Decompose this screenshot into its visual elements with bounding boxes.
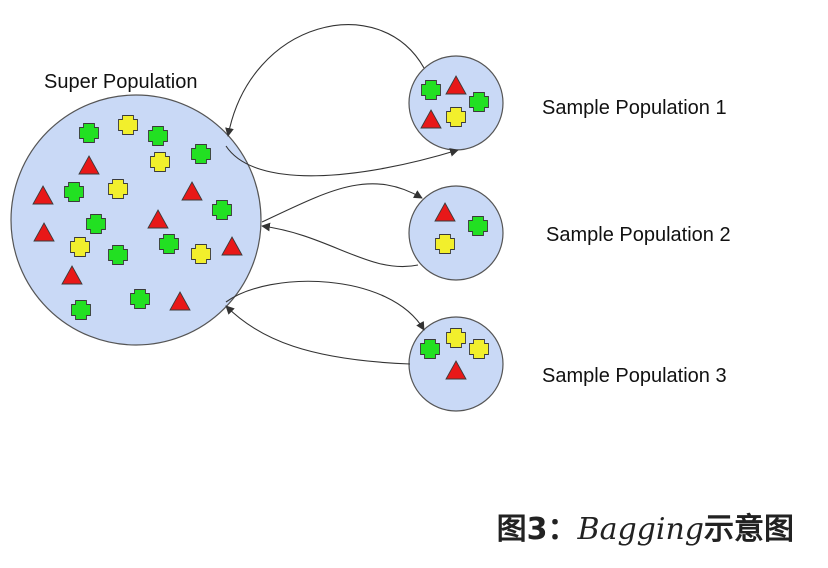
green-cross xyxy=(108,245,128,265)
green-cross xyxy=(191,144,211,164)
red-triangle xyxy=(78,155,100,175)
red-triangle xyxy=(420,109,442,129)
label-sample-population-3: Sample Population 3 xyxy=(542,365,727,387)
green-cross xyxy=(130,289,150,309)
green-cross xyxy=(420,339,440,359)
yellow-cross xyxy=(70,237,90,257)
red-triangle xyxy=(32,185,54,205)
red-triangle xyxy=(445,75,467,95)
green-cross xyxy=(79,123,99,143)
label-sample-population-1: Sample Population 1 xyxy=(542,97,727,119)
arrow-super-to-sample2 xyxy=(261,183,423,223)
yellow-cross xyxy=(108,179,128,199)
red-triangle xyxy=(434,202,456,222)
green-cross xyxy=(148,126,168,146)
label-sample-population-2: Sample Population 2 xyxy=(546,224,731,246)
red-triangle xyxy=(61,265,83,285)
arrow-sample2-to-super xyxy=(261,222,419,268)
green-cross xyxy=(469,92,489,112)
red-triangle xyxy=(181,181,203,201)
caption-suffix: 示意图 xyxy=(704,512,794,547)
arrow-super-to-sample1 xyxy=(225,145,459,177)
green-cross xyxy=(421,80,441,100)
red-triangle xyxy=(147,209,169,229)
sample-2-circle xyxy=(408,185,504,281)
figure-caption: 图3：Bagging示意图 xyxy=(497,504,794,548)
green-cross xyxy=(159,234,179,254)
yellow-cross xyxy=(191,244,211,264)
green-cross xyxy=(86,214,106,234)
yellow-cross xyxy=(118,115,138,135)
green-cross xyxy=(468,216,488,236)
caption-term: Bagging xyxy=(577,512,704,547)
yellow-cross xyxy=(435,234,455,254)
arrow-sample1-to-super xyxy=(225,24,425,137)
arrow-super-to-sample3 xyxy=(225,280,425,331)
red-triangle xyxy=(221,236,243,256)
red-triangle xyxy=(33,222,55,242)
red-triangle xyxy=(169,291,191,311)
green-cross xyxy=(71,300,91,320)
green-cross xyxy=(212,200,232,220)
red-triangle xyxy=(445,360,467,380)
yellow-cross xyxy=(446,107,466,127)
yellow-cross xyxy=(446,328,466,348)
yellow-cross xyxy=(469,339,489,359)
arrow-sample3-to-super xyxy=(225,305,411,365)
caption-prefix: 图3： xyxy=(496,512,578,547)
green-cross xyxy=(64,182,84,202)
label-super-population: Super Population xyxy=(44,71,198,93)
population-shapes xyxy=(32,75,489,380)
yellow-cross xyxy=(150,152,170,172)
